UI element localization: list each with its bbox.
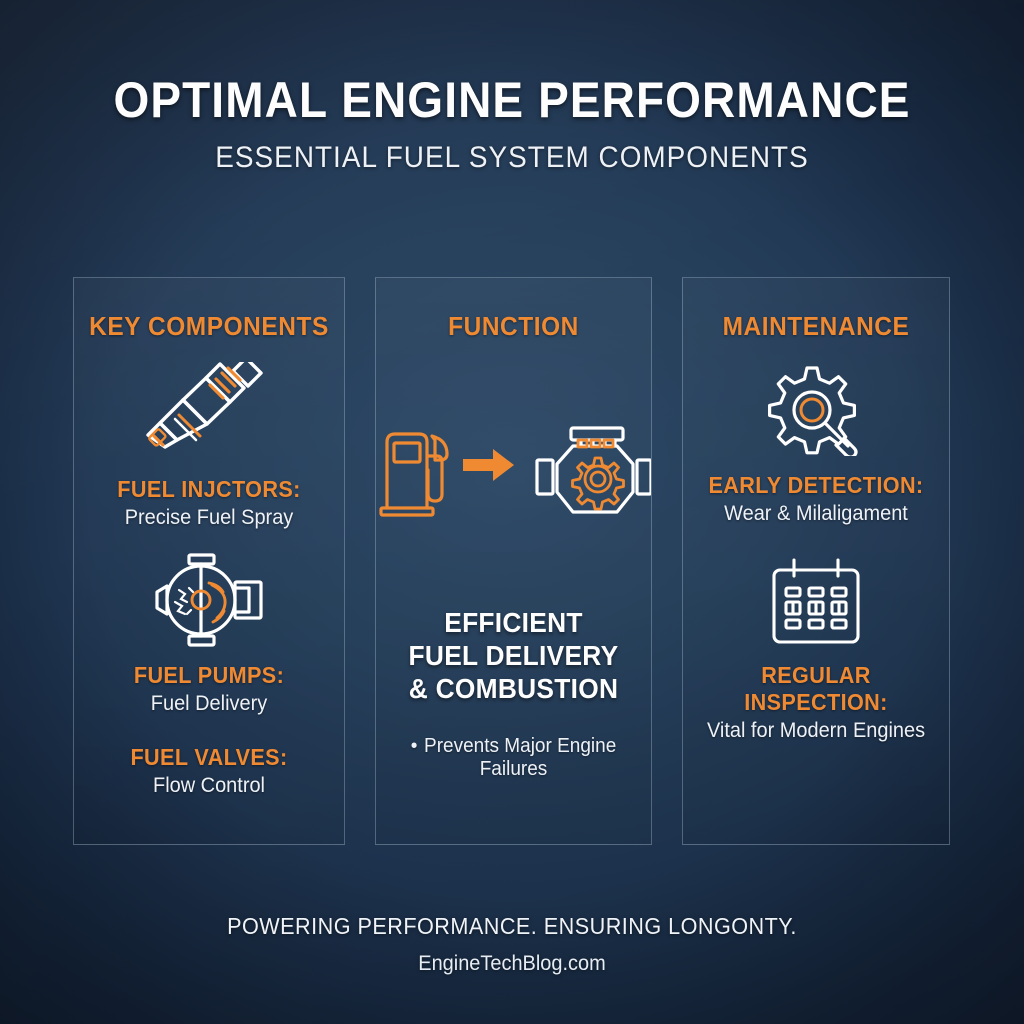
gear-magnifier-icon (683, 364, 949, 456)
footer-tagline: POWERING PERFORMANCE. ENSURING LONGONTY. (227, 913, 797, 939)
function-statement: EFFICIENT FUEL DELIVERY & COMBUSTION (384, 607, 643, 705)
column-heading-maintenance: MAINTENANCE (722, 311, 910, 341)
header: OPTIMAL ENGINE PERFORMANCE ESSENTIAL FUE… (0, 74, 1024, 175)
item-title-early-detection: EARLY DETECTION: (708, 472, 924, 498)
footer-website: EngineTechBlog.com (418, 952, 606, 975)
panel-function: FUNCTION (375, 277, 653, 845)
engine-block-icon (529, 420, 653, 529)
gas-pump-icon (377, 426, 455, 523)
statement-line-1: EFFICIENT (444, 607, 583, 638)
item-sub-fuel-pumps: Fuel Delivery (150, 692, 268, 715)
fuel-pump-icon (74, 552, 344, 648)
list-item: • Prevents Major Engine Failures (383, 735, 644, 781)
item-title-fuel-valves: FUEL VALVES: (130, 744, 288, 770)
column-heading-key-components: KEY COMPONENTS (89, 311, 329, 341)
column-heading-function: FUNCTION (448, 311, 579, 341)
item-title-fuel-pumps: FUEL PUMPS: (133, 662, 285, 688)
footer: POWERING PERFORMANCE. ENSURING LONGONTY.… (0, 913, 1024, 976)
item-title-fuel-injectors: FUEL INJCTORS: (117, 476, 301, 502)
columns-container: KEY COMPONENTS (0, 277, 1024, 847)
panel-key-components: KEY COMPONENTS (73, 277, 345, 845)
item-sub-regular-inspection: Vital for Modern Engines (706, 719, 926, 742)
item-sub-early-detection: Wear & Milaligament (724, 502, 908, 525)
item-sub-fuel-injectors: Precise Fuel Spray (124, 506, 294, 529)
arrow-right-icon (462, 448, 515, 487)
item-sub-fuel-valves: Flow Control (153, 774, 265, 797)
bullet-dot-icon: • (410, 735, 418, 758)
panel-maintenance: MAINTENANCE EARLY DETECTION: W (682, 277, 950, 845)
item-title-regular-inspection: REGULAR INSPECTION: (744, 662, 888, 715)
statement-line-3: & COMBUSTION (408, 672, 619, 704)
page-title: OPTIMAL ENGINE PERFORMANCE (113, 72, 911, 128)
statement-line-2: FUEL DELIVERY (408, 639, 619, 671)
fuel-injector-icon (74, 362, 344, 458)
page-subtitle: ESSENTIAL FUEL SYSTEM COMPONENTS (215, 140, 809, 174)
bullet-text: Prevents Major Engine Failures (424, 735, 617, 781)
calendar-icon (683, 558, 949, 646)
